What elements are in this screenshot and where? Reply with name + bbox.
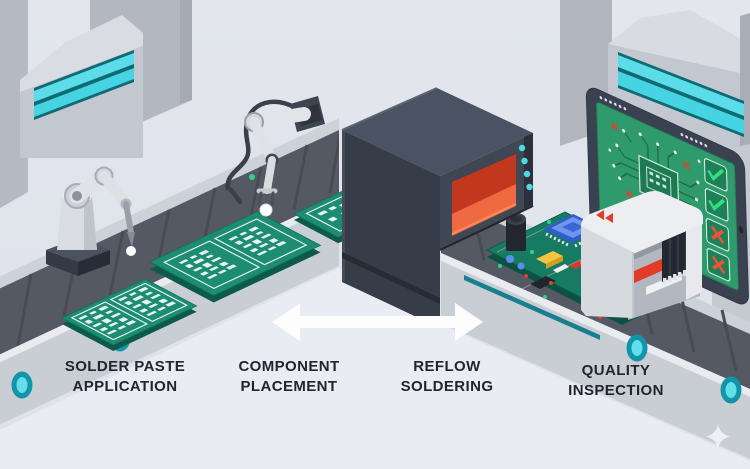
stage-label-line1: SOLDER PASTE	[64, 358, 186, 375]
stage-label-line1: REFLOW	[413, 358, 481, 375]
x-icon	[711, 255, 726, 274]
oven-tunnel-opening	[451, 154, 517, 236]
stage-label-component-placement: COMPONENT PLACEMENT	[174, 357, 404, 397]
stage-label-line1: COMPONENT	[238, 358, 340, 375]
belt-segments	[16, 131, 339, 347]
oven-indicator-lights	[518, 144, 533, 191]
sparkle-icon	[706, 424, 730, 449]
check-icon	[708, 198, 725, 212]
stage-label-line2: INSPECTION	[568, 382, 664, 399]
monitor-power-dot	[738, 226, 744, 234]
stage-label-quality-inspection: QUALITY INSPECTION	[501, 361, 731, 401]
reflow-oven	[341, 87, 534, 328]
stage-label-line2: APPLICATION	[72, 378, 178, 395]
status-led	[249, 174, 255, 180]
inspection-scanner-bridge	[581, 191, 703, 320]
conveyor-roller	[626, 334, 742, 404]
paste-nozzle	[127, 232, 135, 247]
stage-label-line2: SOLDERING	[400, 378, 494, 395]
robot-arm-pick-place	[225, 96, 325, 217]
pcb-panel-solder-paste	[61, 278, 198, 352]
rail-accent-stripe	[464, 275, 600, 340]
scanner-light	[632, 257, 666, 284]
bezel-dots	[599, 96, 708, 148]
x-icon	[710, 225, 725, 244]
robot-arm-solder-paste	[64, 166, 136, 256]
picked-component	[259, 203, 273, 217]
stage-label-reflow-soldering: REFLOW SOLDERING	[332, 357, 562, 397]
screen-result-checklist	[703, 158, 731, 282]
solder-paste-blob	[126, 246, 136, 256]
cabinet-window-left	[34, 50, 134, 120]
stage-label-solder-paste-application: SOLDER PASTE APPLICATION	[10, 357, 240, 397]
scanner-warning-arrows	[596, 210, 613, 223]
robot-cable	[225, 99, 299, 205]
check-icon	[707, 168, 725, 182]
cabinet-window-right	[618, 52, 744, 137]
machine-cabinet-left	[0, 0, 192, 208]
flow-arrow	[272, 303, 483, 341]
factory-floor	[0, 268, 750, 469]
stage-label-line2: PLACEMENT	[240, 378, 338, 395]
pcb-panel-component-placement	[149, 211, 322, 303]
stage-label-line1: QUALITY	[581, 362, 651, 379]
machine-cabinet-right	[560, 0, 750, 165]
